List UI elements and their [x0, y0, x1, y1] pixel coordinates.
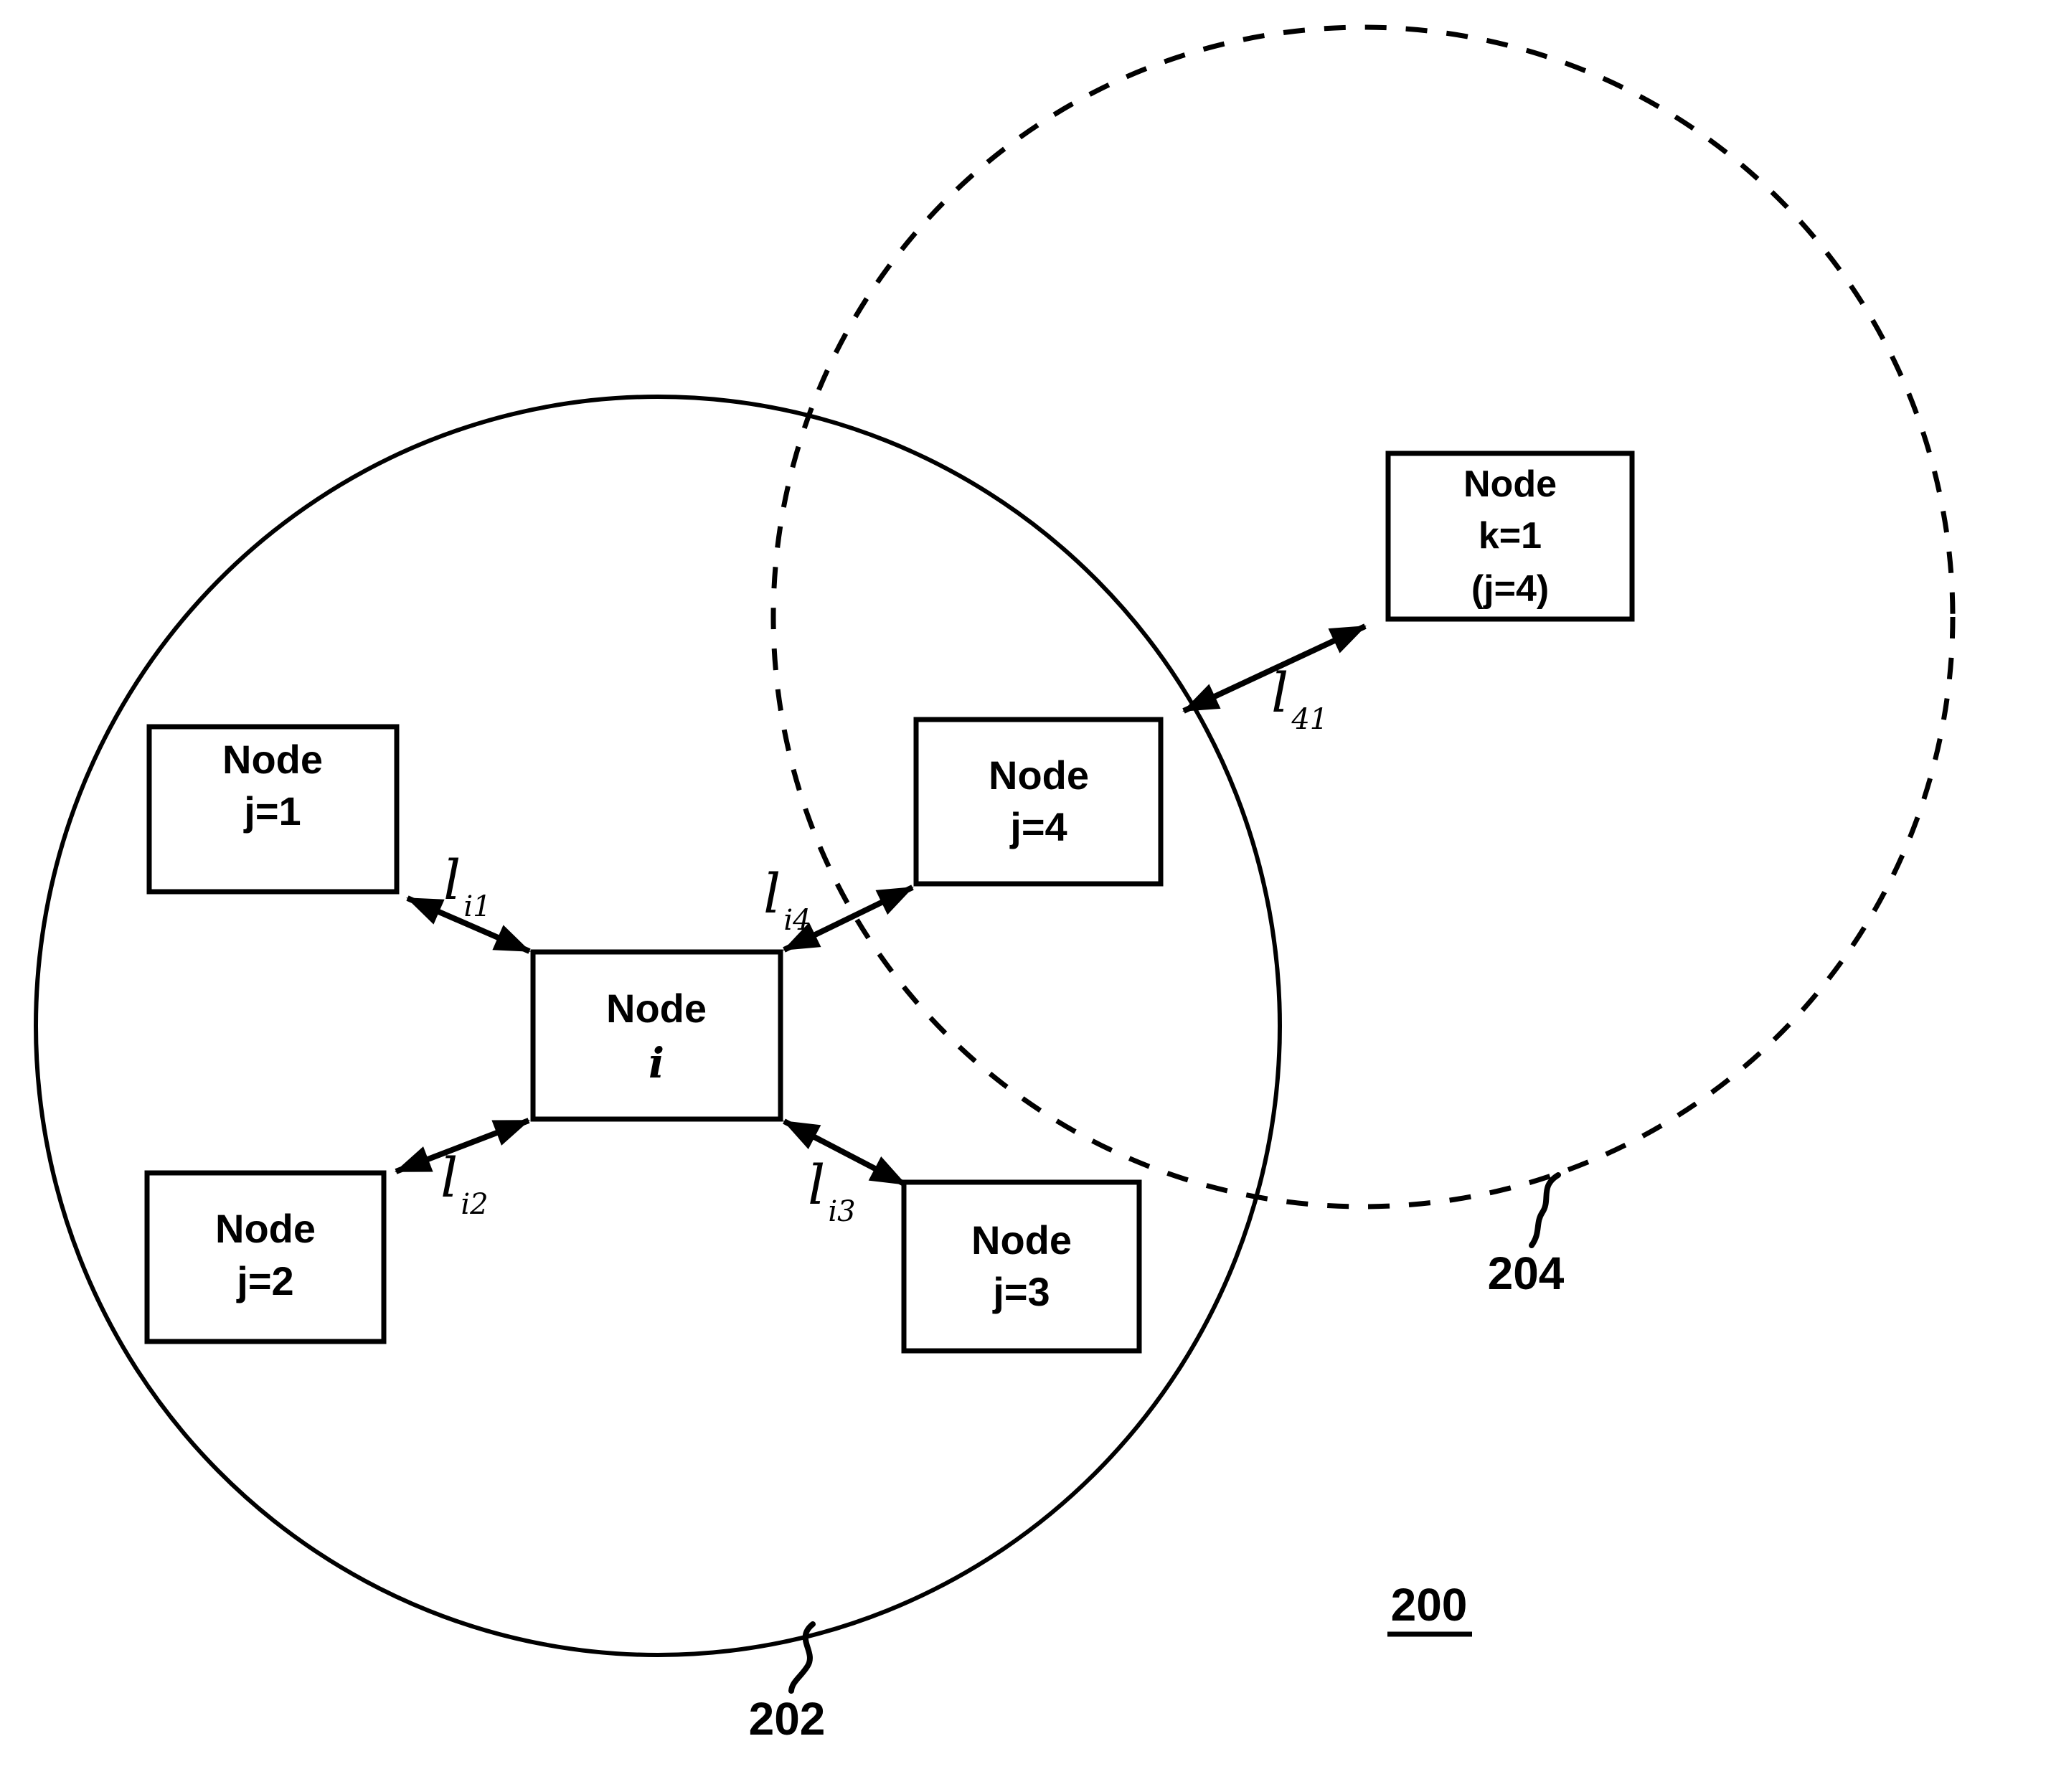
- link-arrow-li1: [406, 895, 531, 954]
- node-j3-label-line2: j=3: [992, 1269, 1050, 1314]
- figure-number: 200: [1391, 1579, 1468, 1631]
- link-label-li4-symbol: l: [763, 862, 781, 925]
- link-label-li3-symbol: l: [808, 1153, 825, 1217]
- node-j4-box: [913, 717, 1164, 887]
- link-label-li1-sub: i1: [463, 890, 491, 923]
- local-coverage-circle-202: [34, 395, 1282, 1657]
- node-j2-label-line2: j=2: [236, 1258, 293, 1303]
- link-label-l41-sub: 41: [1291, 703, 1328, 736]
- leader-squiggle-202: [788, 1621, 816, 1694]
- node-k1-box: [1385, 451, 1635, 622]
- link-label-li4-sub: i4: [783, 904, 811, 937]
- node-j1-label-line2: j=1: [243, 788, 301, 834]
- node-j4-label-line2: j=4: [1009, 804, 1067, 849]
- node-j3-box: [901, 1179, 1142, 1354]
- node-j4-label-line1: Node: [989, 753, 1089, 798]
- link-arrow-l41: [1182, 623, 1367, 714]
- ref-label-202: 202: [749, 1693, 826, 1745]
- node-j1-label-line1: Node: [222, 737, 323, 782]
- link-label-li2-sub: i2: [461, 1188, 488, 1221]
- node-j3-label-line1: Node: [971, 1217, 1072, 1263]
- neighbor-coverage-circle-204: [770, 24, 1956, 1209]
- link-arrow-li3: [783, 1118, 907, 1187]
- ref-label-204: 204: [1488, 1248, 1565, 1299]
- leader-squiggle-204: [1529, 1172, 1561, 1248]
- link-arrow-li4: [783, 885, 914, 953]
- link-label-li1-symbol: l: [443, 848, 461, 912]
- link-arrow-li2: [395, 1118, 530, 1174]
- node-j2-box: [144, 1170, 387, 1344]
- node-i-box: [530, 949, 783, 1122]
- link-label-li2-symbol: l: [440, 1146, 458, 1209]
- node-i-label-line1: Node: [606, 986, 707, 1031]
- node-i-label-line2: i: [649, 1039, 664, 1088]
- node-k1-label-line1: Node: [1463, 463, 1557, 505]
- node-k1-label-line2: k=1: [1479, 515, 1542, 557]
- node-j1-box: [146, 724, 400, 895]
- link-label-li3-sub: i3: [828, 1195, 855, 1228]
- link-label-l41-symbol: l: [1271, 661, 1288, 725]
- node-j2-label-line1: Node: [215, 1206, 316, 1251]
- node-k1-label-line3: (j=4): [1471, 568, 1549, 610]
